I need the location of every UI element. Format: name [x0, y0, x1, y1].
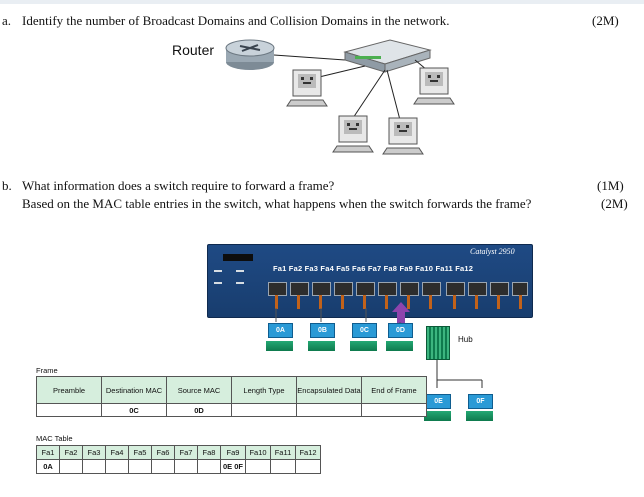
- pc-label-0c: 0C: [352, 323, 377, 338]
- question-a-marks: (2M): [592, 13, 619, 28]
- up-arrow-icon: [392, 302, 410, 324]
- pc-label-0e: 0E: [426, 394, 451, 409]
- question-b-text-2: Based on the MAC table entries in the sw…: [22, 196, 532, 211]
- frame-header-cell: Encapsulated Data: [296, 376, 362, 404]
- mac-value-cell: [270, 459, 296, 474]
- pc-icon: [350, 341, 377, 351]
- frame-table: Preamble Destination MAC Source MAC Leng…: [36, 376, 427, 417]
- mac-value-cell: [128, 459, 152, 474]
- top-border: [0, 0, 644, 4]
- mac-header-cell: Fa12: [295, 445, 321, 460]
- pc-icon: [332, 115, 374, 153]
- mac-header-cell: Fa4: [105, 445, 129, 460]
- pc-icon: [286, 69, 328, 107]
- router-icon: [225, 39, 275, 70]
- router-label: Router: [172, 42, 215, 58]
- frame-value-row: 0C 0D: [36, 403, 427, 417]
- pc-icon: [386, 341, 413, 351]
- pc-label-0f: 0F: [468, 394, 493, 409]
- question-a-text: Identify the number of Broadcast Domains…: [22, 13, 450, 28]
- mac-header-cell: Fa8: [197, 445, 221, 460]
- mac-header-cell: Fa7: [174, 445, 198, 460]
- mac-value-cell: [295, 459, 321, 474]
- mac-header-cell: Fa9: [220, 445, 246, 460]
- frame-value-cell: 0C: [101, 403, 167, 417]
- mac-header-cell: Fa10: [245, 445, 271, 460]
- mac-value-cell: 0A: [36, 459, 60, 474]
- pc-icon: [413, 67, 455, 105]
- mac-value-cell: [105, 459, 129, 474]
- hub-icon: [426, 326, 450, 360]
- port-fa10: [468, 282, 487, 309]
- question-b-text: What information does a switch require t…: [22, 178, 335, 193]
- port-fa7: [400, 282, 419, 309]
- port-fa8: [422, 282, 441, 309]
- port-fa1: [268, 282, 287, 309]
- mac-table-value-row: 0A 0E 0F: [36, 459, 321, 474]
- pc-icon: [466, 411, 493, 421]
- mac-value-cell: [59, 459, 83, 474]
- port-fa3: [312, 282, 331, 309]
- frame-header-cell: Destination MAC: [101, 376, 167, 404]
- pc-icon: [308, 341, 335, 351]
- frame-title: Frame: [36, 366, 58, 375]
- port-fa2: [290, 282, 309, 309]
- question-b-marks-2: (2M): [601, 196, 628, 211]
- frame-header-cell: Source MAC: [166, 376, 232, 404]
- frame-value-cell: 0D: [166, 403, 232, 417]
- mac-value-cell: [151, 459, 175, 474]
- hub-label: Hub: [458, 335, 473, 344]
- port-fa9: [446, 282, 465, 309]
- mac-header-cell: Fa5: [128, 445, 152, 460]
- mac-value-cell: [197, 459, 221, 474]
- pc-icon: [382, 117, 424, 155]
- mac-value-cell: [245, 459, 271, 474]
- switch-icon: [343, 39, 432, 73]
- port-fa5: [356, 282, 375, 309]
- frame-header-row: Preamble Destination MAC Source MAC Leng…: [36, 376, 427, 404]
- frame-value-cell: [361, 403, 427, 417]
- mac-value-cell: [174, 459, 198, 474]
- frame-header-cell: Preamble: [36, 376, 102, 404]
- switch-port-labels: Fa1 Fa2 Fa3 Fa4 Fa5 Fa6 Fa7 Fa8 Fa9 Fa10…: [273, 264, 474, 273]
- mac-header-cell: Fa11: [270, 445, 296, 460]
- port-fa12: [512, 282, 528, 309]
- mac-header-cell: Fa2: [59, 445, 83, 460]
- switch-model-label: Catalyst 2950: [470, 247, 515, 256]
- mac-header-cell: Fa6: [151, 445, 175, 460]
- pc-label-0b: 0B: [310, 323, 335, 338]
- frame-value-cell: [36, 403, 102, 417]
- port-fa4: [334, 282, 353, 309]
- frame-value-cell: [296, 403, 362, 417]
- mac-table-title: MAC Table: [36, 434, 73, 443]
- network-topology-svg: [225, 39, 455, 155]
- frame-value-cell: [231, 403, 297, 417]
- switch-chassis: [207, 244, 533, 318]
- mac-table-header-row: Fa1 Fa2 Fa3 Fa4 Fa5 Fa6 Fa7 Fa8 Fa9 Fa10…: [36, 445, 321, 460]
- pc-label-0d: 0D: [388, 323, 413, 338]
- question-a-number: a.: [2, 13, 12, 28]
- pc-icon: [424, 411, 451, 421]
- port-fa11: [490, 282, 509, 309]
- frame-header-cell: End of Frame: [361, 376, 427, 404]
- mac-value-cell: [82, 459, 106, 474]
- pc-label-0a: 0A: [268, 323, 293, 338]
- mac-header-cell: Fa3: [82, 445, 106, 460]
- mac-value-cell: 0E 0F: [220, 459, 246, 474]
- mac-table: Fa1 Fa2 Fa3 Fa4 Fa5 Fa6 Fa7 Fa8 Fa9 Fa10…: [36, 445, 321, 474]
- mac-header-cell: Fa1: [36, 445, 60, 460]
- cisco-logo: [223, 254, 253, 261]
- port-fa6: [378, 282, 397, 309]
- pc-icon: [266, 341, 293, 351]
- question-b-number: b.: [2, 178, 12, 193]
- frame-header-cell: Length Type: [231, 376, 297, 404]
- question-b-marks: (1M): [597, 178, 624, 193]
